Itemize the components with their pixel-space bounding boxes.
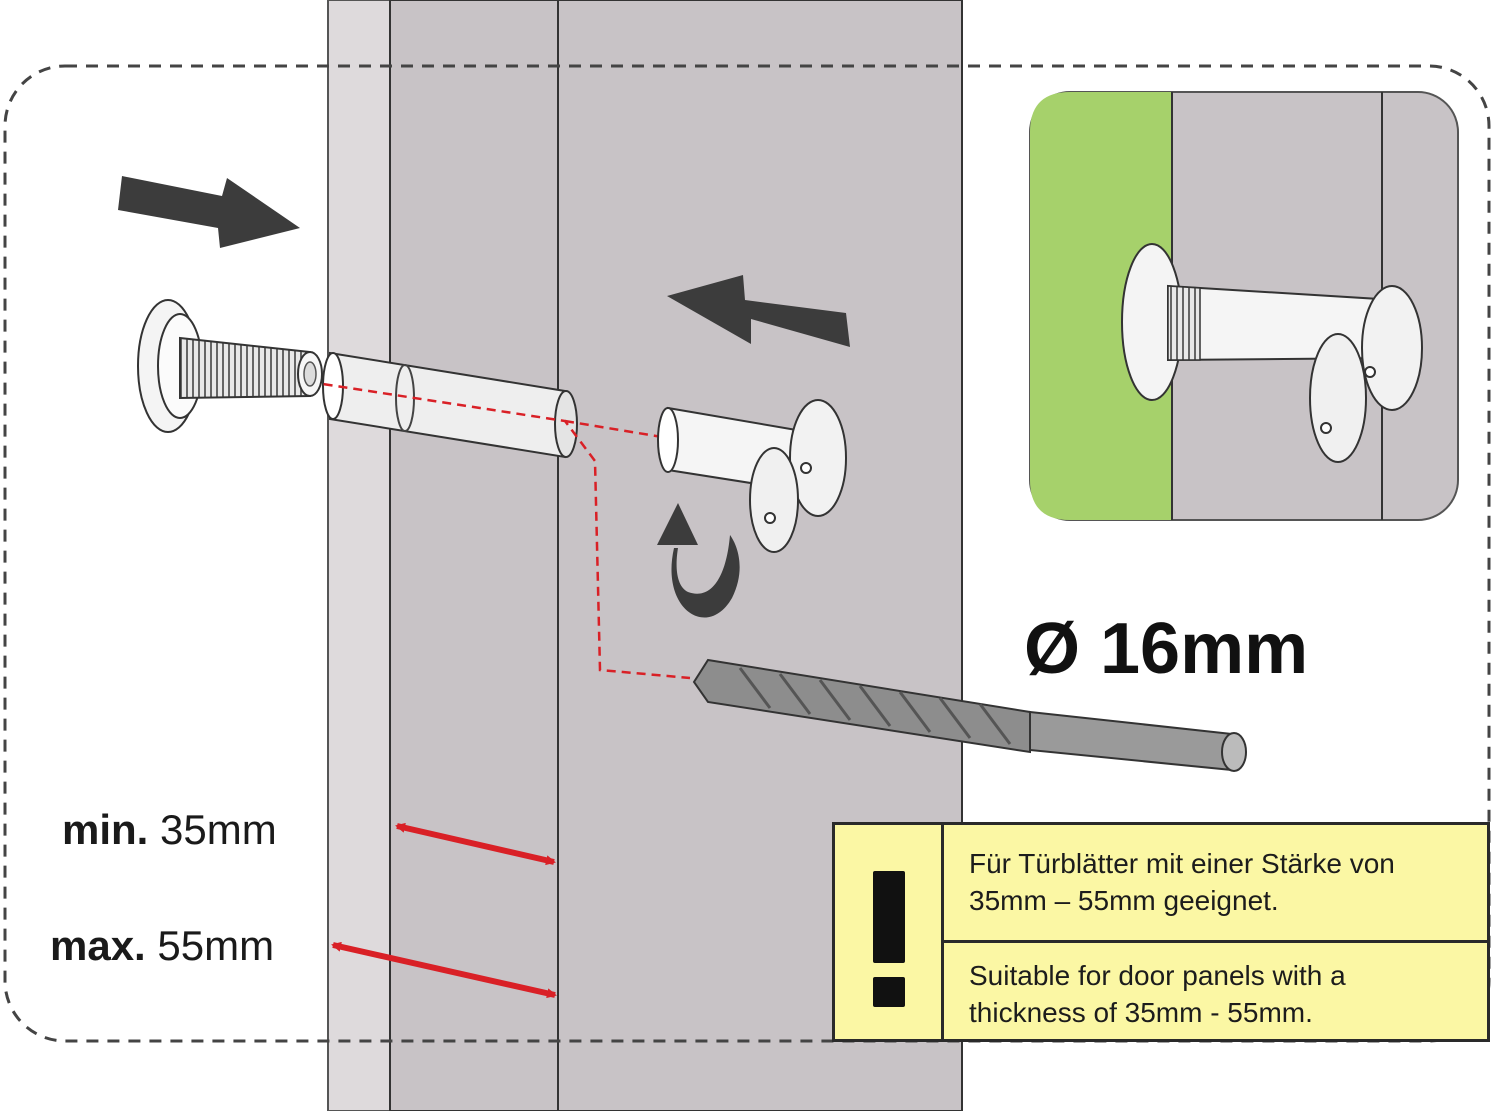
note-german-line-2: 35mm – 55mm geeignet. <box>969 885 1279 916</box>
push-left-arrow <box>667 275 850 347</box>
viewer-sleeve <box>657 399 847 553</box>
assembled-inset <box>1029 91 1459 521</box>
exclamation-icon <box>871 871 907 1007</box>
note-divider-vertical <box>941 825 944 1039</box>
drill-diameter-label: Ø 16mm <box>1024 609 1309 689</box>
drill-guide-path <box>204 364 691 680</box>
max-thickness-label: max. 55mm <box>50 922 274 970</box>
max-dimension-arrow <box>331 941 557 999</box>
max-value: 55mm <box>157 922 275 969</box>
note-english: Suitable for door panels with a thicknes… <box>969 957 1479 1031</box>
note-german-line-1: Für Türblätter mit einer Stärke von <box>969 848 1395 879</box>
drill-bit <box>692 658 1247 772</box>
note-divider-horizontal <box>944 940 1487 943</box>
rotate-arrow <box>657 503 740 618</box>
threaded-screw <box>137 299 323 433</box>
push-right-arrow <box>118 176 300 248</box>
min-value: 35mm <box>160 806 277 853</box>
min-thickness-label: min. 35mm <box>62 806 277 854</box>
max-prefix: max. <box>50 922 146 969</box>
note-german: Für Türblätter mit einer Stärke von 35mm… <box>969 845 1479 919</box>
suitability-note: Für Türblätter mit einer Stärke von 35mm… <box>832 822 1490 1042</box>
note-english-line-2: thickness of 35mm - 55mm. <box>969 997 1313 1028</box>
min-prefix: min. <box>62 806 149 853</box>
door-edge-strip <box>327 0 391 1111</box>
note-english-line-1: Suitable for door panels with a <box>969 960 1346 991</box>
min-dimension-arrow <box>395 822 556 866</box>
door-face-left <box>389 0 559 1111</box>
dashed-frame <box>3 64 1491 1043</box>
